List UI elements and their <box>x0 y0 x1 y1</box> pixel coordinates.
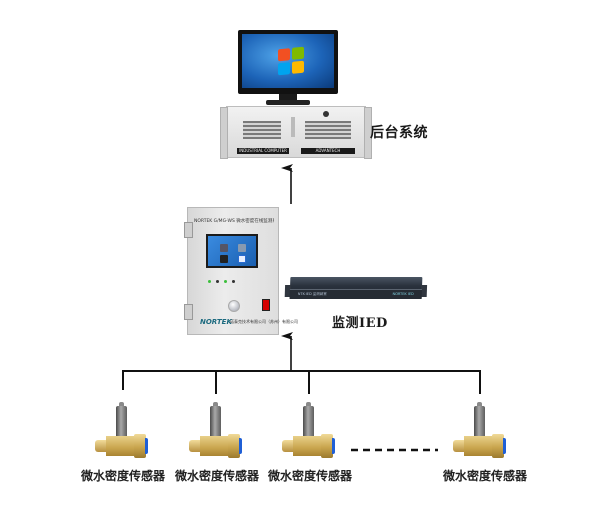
rack-ear <box>220 107 228 159</box>
sensor-label: 微水密度传感器 <box>80 469 165 483</box>
vent-grille <box>243 121 281 139</box>
sensor-image <box>186 402 246 462</box>
monitor-stand <box>279 94 297 102</box>
cabinet-hinge <box>184 222 193 238</box>
sensor-label: 微水密度传感器 <box>267 469 352 483</box>
cabinet-touchscreen <box>206 234 258 268</box>
vent-grille <box>305 121 351 139</box>
screen-tile-icon <box>220 255 228 263</box>
status-led <box>224 280 227 283</box>
rack-ear <box>364 107 372 159</box>
screen-tile-icon <box>220 244 228 252</box>
monitoring-cabinet-image: NORTEK G/MG-WS 微水密度在线监测系统 NORTEK 诺泰克技术有限… <box>184 207 298 335</box>
cabinet-company: 诺泰克技术有限公司（苏州）有限公司 <box>230 319 298 324</box>
monitor-screen <box>242 34 334 88</box>
monitor-stand-base <box>266 100 310 105</box>
cabinet-title: NORTEK G/MG-WS 微水密度在线监测系统 <box>194 219 274 224</box>
sensor-label: 微水密度传感器 <box>174 469 259 483</box>
sensor-image <box>279 402 339 462</box>
sensor-image <box>92 402 152 462</box>
ied-front-panel: NTK-IED 监测装置 NORTEK IED <box>289 289 422 299</box>
server-badge: INDUSTRIAL COMPUTER <box>237 148 289 154</box>
monitor-image <box>238 30 338 94</box>
ied-front-text: NTK-IED 监测装置 <box>297 292 327 296</box>
cabinet-hinge <box>184 304 193 320</box>
cabinet-lock-knob <box>228 300 240 312</box>
windows-logo-icon <box>278 46 304 76</box>
industrial-pc-image: INDUSTRIAL COMPUTER ADVANTECH <box>220 106 372 159</box>
ied-front-text: NORTEK IED <box>392 292 414 296</box>
status-led <box>208 280 211 283</box>
power-switch-icon <box>262 299 270 311</box>
sensor-image <box>450 402 510 462</box>
screen-tile-icon <box>238 244 246 252</box>
server-badge: ADVANTECH <box>301 148 355 154</box>
status-led <box>232 280 235 283</box>
screen-tile-icon <box>238 255 246 263</box>
ied-label: 监测IED <box>332 316 388 331</box>
status-led <box>216 280 219 283</box>
backend-system-label: 后台系统 <box>370 125 428 141</box>
monitoring-ied-image: NTK-IED 监测装置 NORTEK IED <box>284 277 428 299</box>
sensor-label: 微水密度传感器 <box>442 469 527 483</box>
cabinet-logo: NORTEK <box>200 318 232 326</box>
drive-bay <box>291 117 295 137</box>
power-button-icon <box>323 111 329 117</box>
